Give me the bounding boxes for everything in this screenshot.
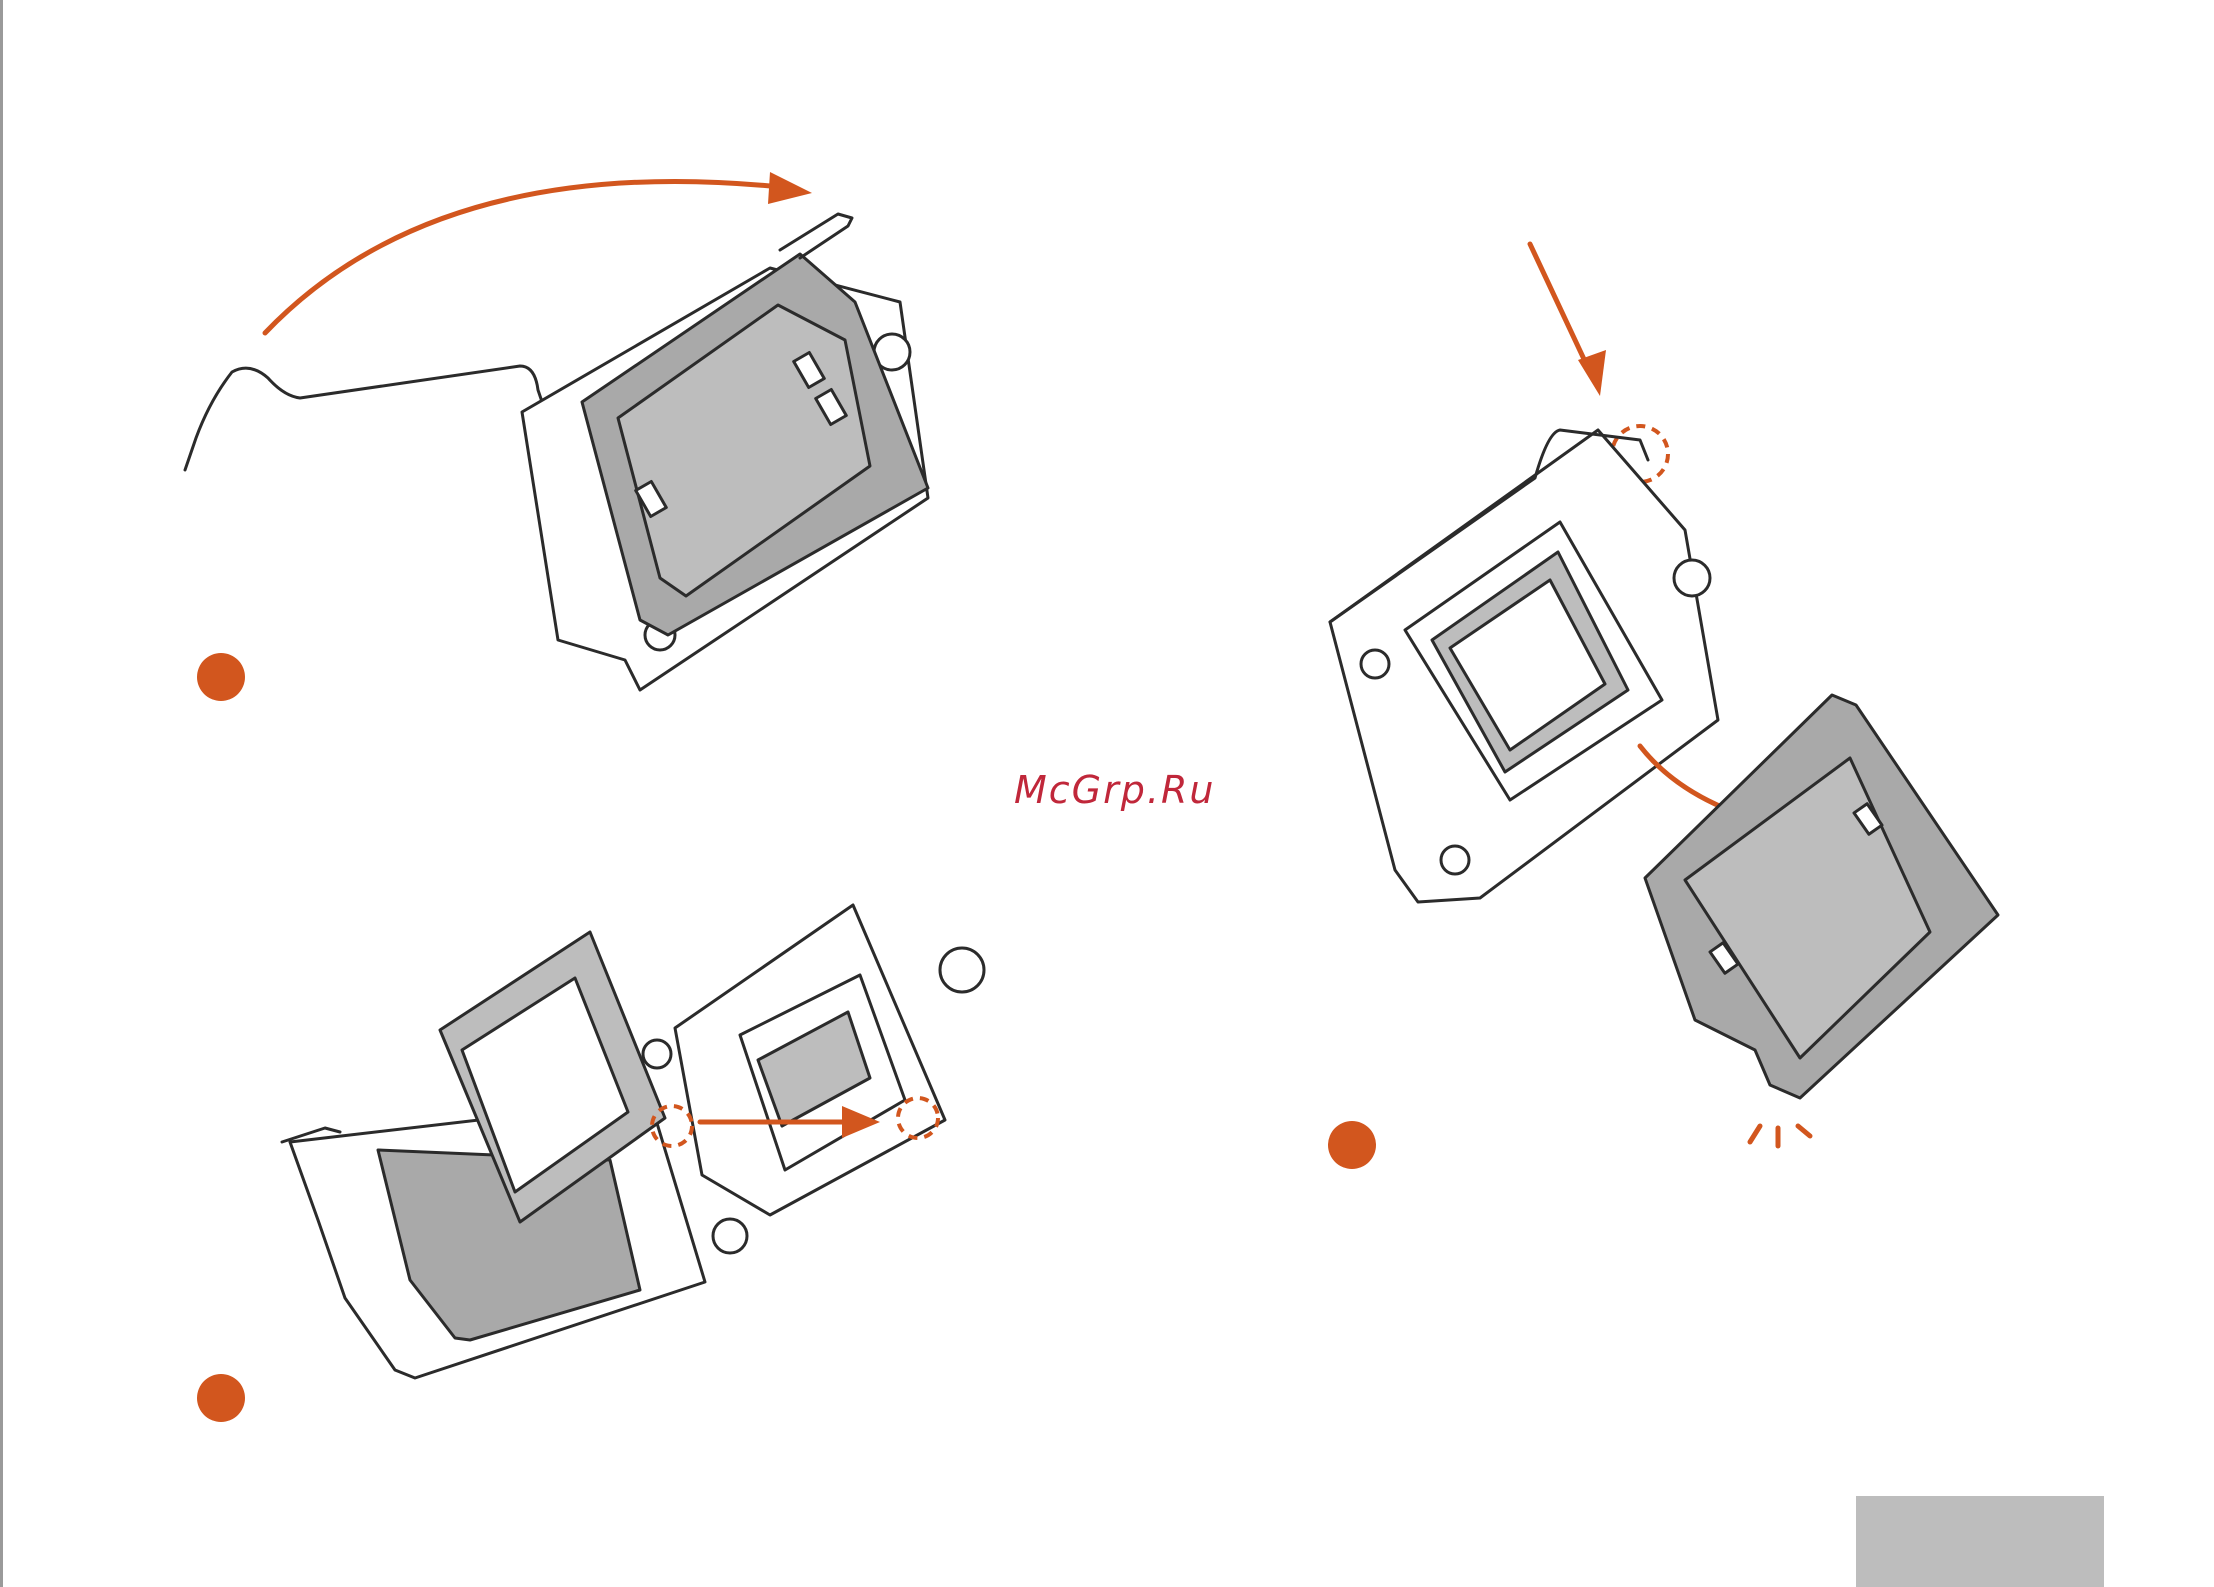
rotate-arrow-head	[768, 172, 812, 204]
screw-left	[1361, 650, 1389, 678]
illustration-remove-cap	[1330, 244, 1998, 1146]
load-plate-tab	[780, 214, 852, 258]
illustration-insert-cpu	[282, 905, 984, 1378]
illustration-open-load-plate	[185, 172, 928, 690]
screw-bottom-left	[1441, 846, 1469, 874]
step-marker-a	[197, 653, 245, 701]
press-arrow	[1530, 244, 1590, 372]
motion-tick-3	[1798, 1126, 1810, 1136]
step-marker-c	[1328, 1121, 1376, 1169]
step-marker-b	[197, 1374, 245, 1422]
screw-side	[643, 1040, 671, 1068]
loose-screw	[940, 948, 984, 992]
page-number-tab	[1856, 1496, 2104, 1587]
screw-right	[1674, 560, 1710, 596]
motion-tick-1	[1750, 1126, 1760, 1142]
watermark-text: McGrp.Ru	[1014, 768, 1215, 812]
screw-socket	[713, 1219, 747, 1253]
lever-wire	[185, 366, 555, 470]
